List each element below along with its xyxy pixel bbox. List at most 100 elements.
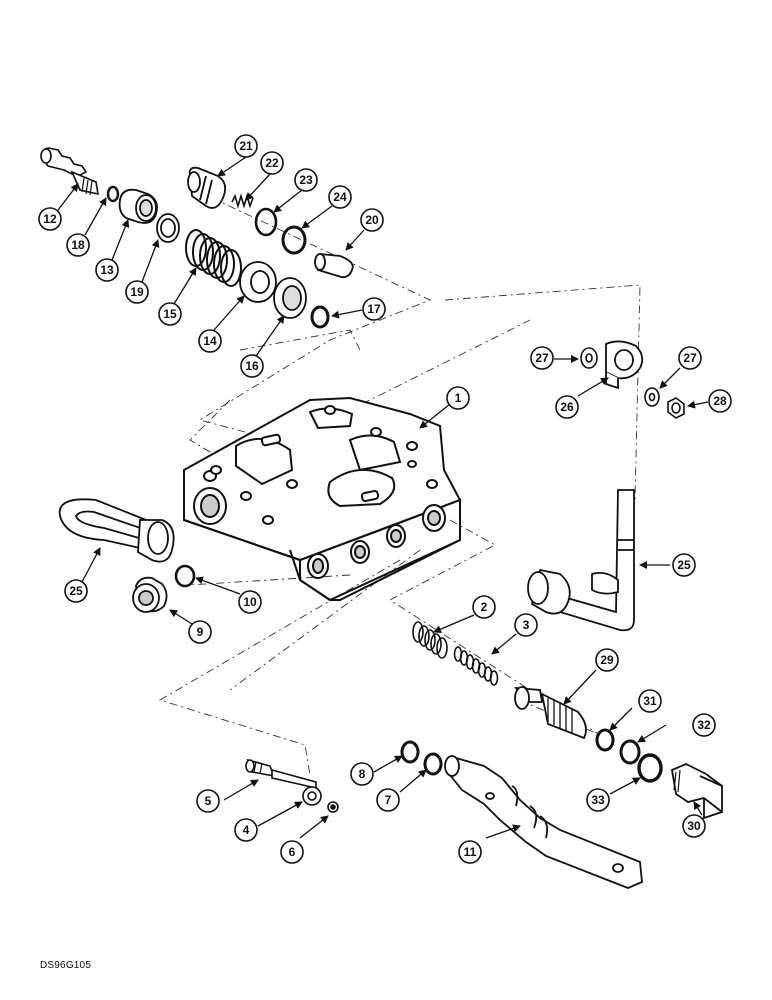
- callout-number: 19: [130, 285, 144, 299]
- callout-circle: [595, 648, 619, 672]
- callout-number: 20: [365, 213, 379, 227]
- callout-c9: 9: [188, 620, 212, 644]
- callout-number: 23: [299, 173, 313, 187]
- callout-circle: [66, 233, 90, 257]
- ball-part-6: [327, 801, 339, 813]
- o-ring-part-10: [174, 564, 196, 588]
- callout-number: 18: [71, 238, 85, 252]
- spool-part-11: [444, 755, 643, 889]
- callout-c5: 5: [196, 789, 220, 813]
- callout-c22: 22: [260, 151, 284, 175]
- callout-circle: [95, 258, 119, 282]
- callout-circle: [530, 346, 554, 370]
- washer-part-27-right: [644, 387, 660, 407]
- callout-c20: 20: [360, 208, 384, 232]
- callout-c21: 21: [234, 134, 258, 158]
- callout-circle: [472, 595, 496, 619]
- callout-circle: [692, 713, 716, 737]
- callout-number: 6: [289, 845, 296, 859]
- valve-body-part-1: [183, 396, 462, 602]
- o-ring-part-8: [400, 740, 420, 764]
- callout-circle: [280, 840, 304, 864]
- callout-c29: 29: [595, 648, 619, 672]
- callout-number: 12: [43, 212, 57, 226]
- callout-circle: [260, 151, 284, 175]
- washer-part-27-left: [580, 347, 598, 369]
- callout-circle: [188, 620, 212, 644]
- callout-number: 25: [69, 584, 83, 598]
- callout-circle: [198, 329, 222, 353]
- sleeve-part-21: [187, 166, 227, 209]
- callout-circle: [196, 789, 220, 813]
- callout-c33: 33: [586, 788, 610, 812]
- nut-part-13: [118, 188, 158, 224]
- callout-circle: [672, 553, 696, 577]
- nut-part-28: [667, 397, 685, 419]
- callout-circle: [294, 168, 318, 192]
- callout-number: 21: [239, 139, 253, 153]
- valve-element-part-29: [514, 686, 587, 740]
- callout-circle: [350, 762, 374, 786]
- callout-circle: [360, 208, 384, 232]
- retainer-part-14: [239, 261, 277, 303]
- callout-number: 13: [100, 263, 114, 277]
- callout-c32: 32: [692, 713, 716, 737]
- callout-circle: [458, 840, 482, 864]
- callout-c25b: 25: [672, 553, 696, 577]
- callout-c18: 18: [66, 233, 90, 257]
- callout-number: 24: [333, 190, 347, 204]
- callout-number: 25: [677, 558, 691, 572]
- callout-circle: [238, 590, 262, 614]
- callout-number: 14: [203, 334, 217, 348]
- callout-c10: 10: [238, 590, 262, 614]
- seal-part-16: [273, 277, 307, 319]
- callout-number: 3: [523, 618, 530, 632]
- spring-part-2: [412, 621, 448, 659]
- callout-number: 22: [265, 156, 279, 170]
- callout-c11: 11: [458, 840, 482, 864]
- callout-number: 33: [591, 793, 605, 807]
- callout-number: 5: [205, 794, 212, 808]
- callout-number: 7: [385, 793, 392, 807]
- callout-circle: [586, 788, 610, 812]
- callout-circle: [38, 207, 62, 231]
- callout-number: 30: [687, 819, 701, 833]
- callout-c26: 26: [555, 395, 579, 419]
- detent-pin-part-5: [245, 758, 317, 790]
- callout-number: 27: [683, 351, 697, 365]
- callout-number: 16: [245, 359, 259, 373]
- cap-part-4: [302, 786, 322, 806]
- callout-circle: [158, 302, 182, 326]
- o-ring-part-33: [637, 753, 663, 783]
- callout-number: 27: [535, 351, 549, 365]
- callout-c27a: 27: [530, 346, 554, 370]
- callout-circle: [446, 386, 470, 410]
- callout-number: 10: [243, 595, 257, 609]
- drawing-reference-code: DS96G105: [40, 960, 92, 971]
- hose-fitting-part-12: [40, 147, 99, 196]
- hex-plug-part-30: [670, 762, 723, 820]
- callout-circle: [678, 346, 702, 370]
- spring-part-22: [231, 193, 254, 209]
- callout-number: 29: [600, 653, 614, 667]
- washer-part-19: [156, 213, 180, 243]
- callout-c13: 13: [95, 258, 119, 282]
- callout-c6: 6: [280, 840, 304, 864]
- spring-part-3: [453, 646, 499, 686]
- callout-number: 11: [464, 845, 477, 859]
- plug-part-20: [314, 253, 354, 279]
- callout-c30: 30: [682, 814, 706, 838]
- hydraulic-tube-part-25-left: [58, 498, 175, 563]
- callout-circle: [376, 788, 400, 812]
- callout-circle: [638, 689, 662, 713]
- callout-c24: 24: [328, 185, 352, 209]
- callout-circle: [708, 389, 732, 413]
- callout-c25a: 25: [64, 579, 88, 603]
- callout-circle: [234, 134, 258, 158]
- callout-number: 15: [163, 307, 177, 321]
- callout-c2: 2: [472, 595, 496, 619]
- callout-circle: [125, 280, 149, 304]
